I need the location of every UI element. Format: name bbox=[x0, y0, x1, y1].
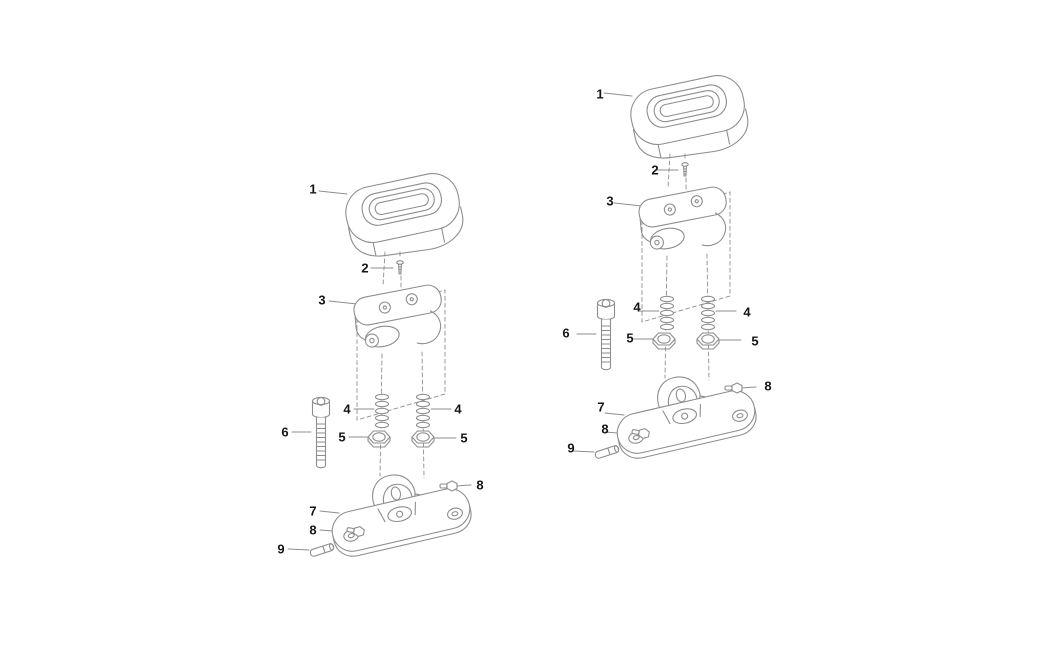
callout-right-8a: 8 bbox=[764, 378, 772, 394]
callout-right-5a: 5 bbox=[626, 330, 634, 346]
callout-left-4b: 4 bbox=[454, 401, 462, 417]
callout-left-2: 2 bbox=[361, 260, 369, 276]
callout-right-3: 3 bbox=[606, 193, 614, 209]
callout-left-5b: 5 bbox=[460, 430, 468, 446]
callout-left-8a: 8 bbox=[476, 477, 484, 493]
callout-right-6: 6 bbox=[562, 325, 570, 341]
callout-right-4a: 4 bbox=[633, 299, 641, 315]
callout-left-4a: 4 bbox=[343, 401, 351, 417]
callout-right-2: 2 bbox=[651, 162, 659, 178]
callout-right-4b: 4 bbox=[743, 304, 751, 320]
callout-left-7: 7 bbox=[309, 503, 317, 519]
callout-right-5b: 5 bbox=[751, 333, 759, 349]
assembly-left bbox=[287, 168, 476, 561]
callout-right-7: 7 bbox=[597, 399, 605, 415]
callout-left-6: 6 bbox=[281, 424, 289, 440]
callout-right-1: 1 bbox=[596, 86, 604, 102]
callout-left-3: 3 bbox=[318, 292, 326, 308]
callout-left-5a: 5 bbox=[338, 429, 346, 445]
callout-left-1: 1 bbox=[309, 181, 317, 197]
callout-right-8b: 8 bbox=[601, 421, 609, 437]
callout-left-8b: 8 bbox=[309, 522, 317, 538]
callout-right-9: 9 bbox=[567, 440, 575, 456]
callout-left-9: 9 bbox=[277, 541, 285, 557]
